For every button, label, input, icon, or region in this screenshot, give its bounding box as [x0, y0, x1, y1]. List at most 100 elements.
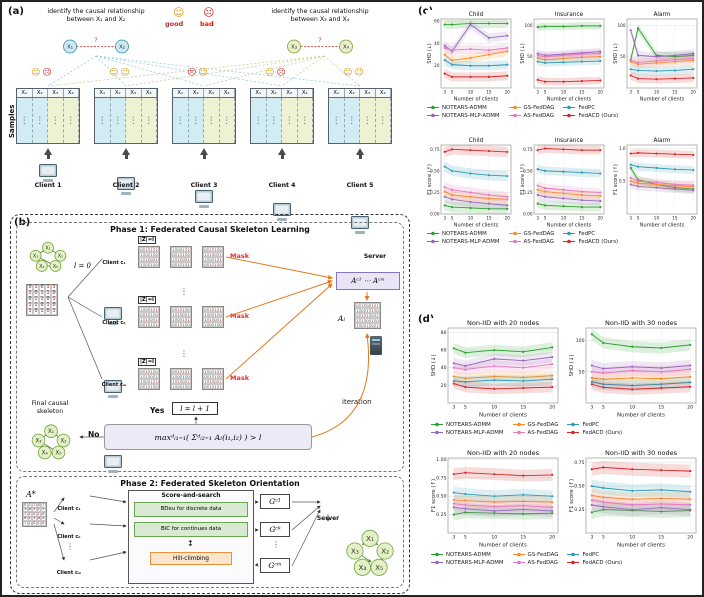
matrix-cell: 0 — [139, 368, 144, 374]
no-label: No — [88, 430, 100, 439]
matrix-cell: 0 — [144, 306, 149, 312]
opinion-fan-lines — [47, 55, 361, 87]
svg-text:X₂: X₂ — [119, 45, 125, 51]
matrix-cell: 1 — [208, 246, 213, 252]
matrix-cell: 0 — [181, 311, 186, 317]
matrix-cell: 1 — [23, 507, 28, 512]
matrix-cell: 0 — [36, 502, 41, 508]
matrix-cell: 1 — [213, 306, 218, 312]
svg-text:0.50: 0.50 — [430, 168, 440, 173]
svg-text:?: ? — [94, 36, 97, 44]
legend-label: FedACD (Ours) — [582, 429, 623, 436]
svg-text:3: 3 — [590, 405, 593, 411]
bic-box: BIC for continues data — [134, 522, 248, 537]
svg-text:X₄: X₄ — [358, 563, 366, 572]
svg-text:40: 40 — [441, 365, 447, 371]
client5-label: Client 5 — [346, 182, 374, 189]
matrix-cell: 1 — [181, 368, 186, 374]
matrix-cell: 1 — [213, 246, 218, 252]
table-column: ⋮ — [110, 98, 126, 143]
matrix-cell: 0 — [203, 261, 208, 267]
svg-text:Number of clients: Number of clients — [547, 97, 592, 103]
upload-arrow-icon — [122, 148, 130, 159]
svg-text:5: 5 — [544, 90, 547, 95]
matrix-cell: 0 — [218, 373, 223, 379]
matrix-cell: 1 — [39, 290, 45, 297]
svg-text:3: 3 — [443, 90, 446, 95]
matrix-cell: 1 — [213, 383, 218, 389]
svg-text:X₅: X₅ — [55, 451, 62, 457]
legend-label: FedPC — [582, 421, 600, 428]
svg-text:20: 20 — [434, 63, 440, 68]
matrix-cell: 0 — [32, 511, 37, 517]
legend-label: NOTEARS-ADMM — [442, 230, 487, 237]
table-column: ⋮ — [251, 98, 267, 143]
matrix-cell: 1 — [176, 251, 181, 257]
svg-text:20: 20 — [691, 90, 697, 95]
svg-text:50: 50 — [620, 54, 626, 59]
matrix-cell: 1 — [355, 307, 360, 313]
matrix-cell: 1 — [213, 256, 218, 262]
matrix-cell: 0 — [218, 321, 223, 327]
svg-text:Number of clients: Number of clients — [454, 223, 499, 229]
svg-text:X₃: X₃ — [35, 439, 41, 445]
matrix-cell: 1 — [208, 373, 213, 379]
legend-item: GS-FedDAG — [512, 421, 558, 428]
matrix-cell: 1 — [213, 321, 218, 327]
table-header-cell: X₁ — [251, 89, 267, 97]
table-header-cell: X₂ — [267, 89, 282, 97]
matrix-cell: 0 — [41, 520, 46, 526]
legend-item: FedPC — [566, 421, 622, 428]
svg-text:Number of clients: Number of clients — [640, 97, 685, 103]
matrix-cell: 0 — [149, 256, 154, 262]
table-header-cell: X₃ — [360, 89, 376, 97]
svg-text:10: 10 — [654, 90, 660, 95]
table-header-cell: X₂ — [345, 89, 360, 97]
svg-text:15: 15 — [486, 216, 492, 221]
svg-text:Insurance: Insurance — [555, 12, 584, 18]
caption-right-line1: identify the causal relationship — [271, 8, 369, 15]
matrix-cell: 1 — [360, 317, 365, 323]
matrix-cell: 1 — [149, 368, 154, 374]
matrix-cell: 1 — [370, 317, 375, 323]
client3-label: Client 3 — [190, 182, 218, 189]
table-column: ⋮ — [188, 98, 204, 143]
angry-face-icon: ☹ — [203, 6, 215, 19]
matrix-cell: 0 — [186, 373, 191, 379]
matrix-cell: 0 — [208, 321, 213, 327]
svg-text:5: 5 — [602, 405, 605, 411]
svg-text:0.00: 0.00 — [523, 212, 533, 217]
vertical-dots: ⋮ — [180, 287, 188, 296]
caption-left: identify the causal relationship between… — [26, 8, 166, 24]
svg-text:5: 5 — [602, 535, 605, 541]
upload-arrow-icon — [356, 148, 364, 159]
matrix-cell: 1 — [149, 321, 154, 327]
svg-text:15: 15 — [486, 90, 492, 95]
legend-label: FedPC — [582, 551, 600, 558]
matrix-cell: 0 — [186, 251, 191, 257]
matrix-cell: 0 — [139, 383, 144, 389]
matrix-cell: 1 — [45, 290, 51, 297]
svg-text:3: 3 — [536, 90, 539, 95]
legend-label: AS-FedDAG — [527, 559, 558, 566]
matrix-cell: 1 — [154, 321, 159, 327]
client4-label: Client 4 — [268, 182, 296, 189]
caption-right-line2: between X₃ and X₄ — [290, 16, 350, 24]
svg-text:20: 20 — [687, 535, 693, 541]
matrix-cell: 1 — [365, 322, 370, 328]
matrix-cell: 1 — [33, 302, 39, 309]
matrix-cell: 1 — [181, 373, 186, 379]
